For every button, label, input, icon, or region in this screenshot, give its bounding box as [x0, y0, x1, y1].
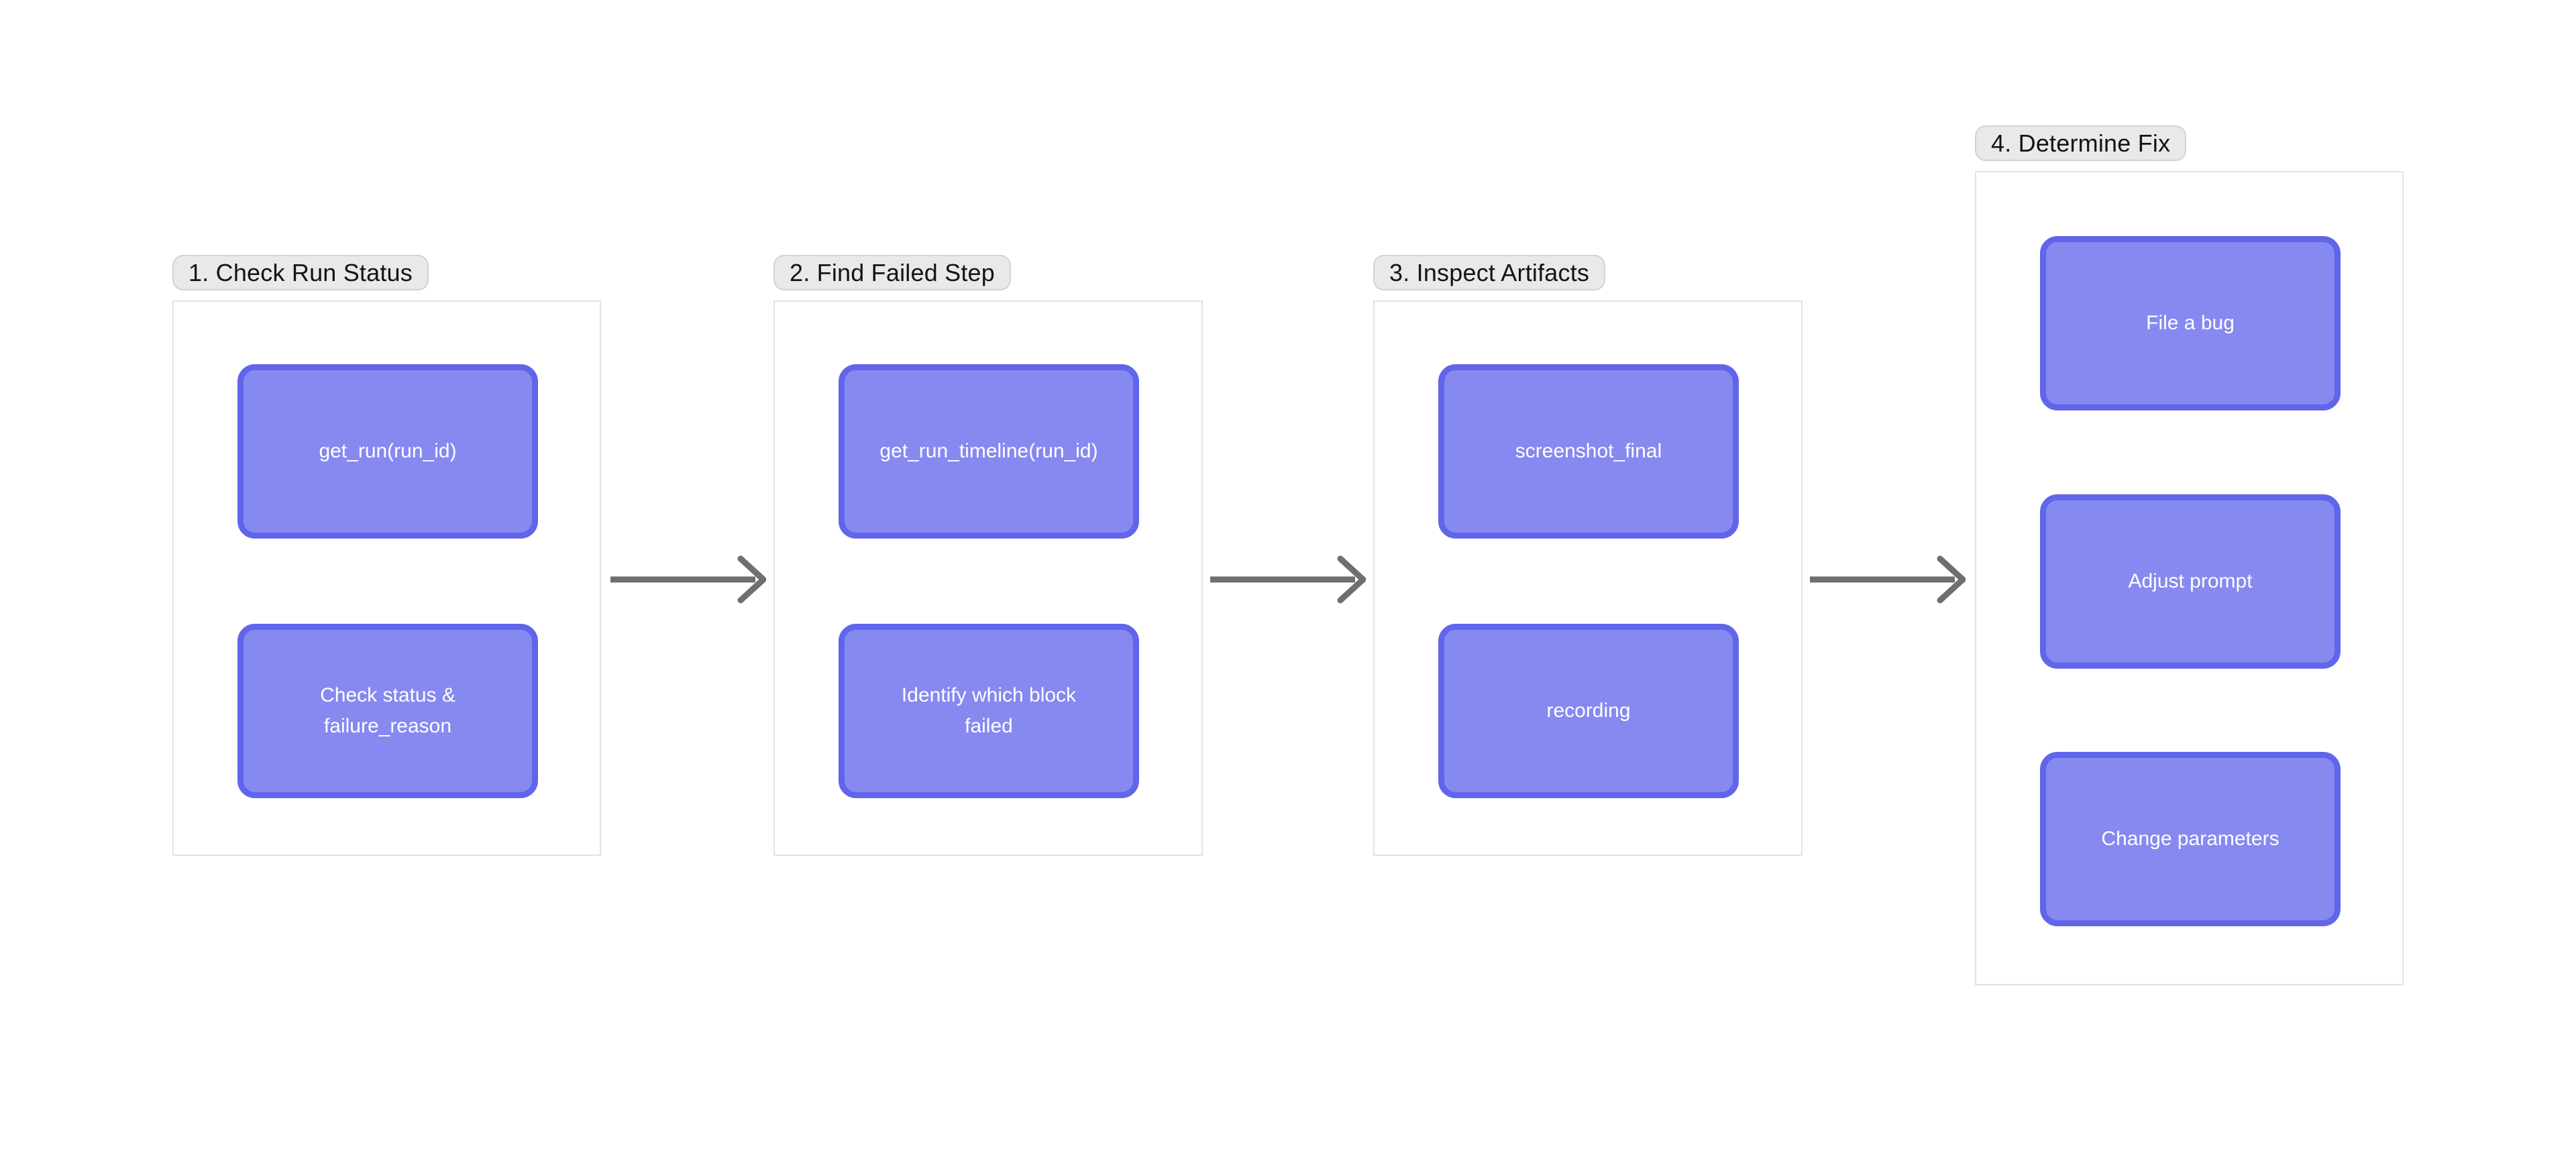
node-check-status-failure-reason: Check status & failure_reason [237, 624, 538, 798]
frame-label-check-run-status: 1. Check Run Status [172, 255, 429, 290]
node-screenshot-final: screenshot_final [1438, 364, 1739, 539]
node-screenshot-final-label: screenshot_final [1515, 440, 1662, 462]
frame-inspect-artifacts: screenshot_final recording [1373, 300, 1803, 856]
node-get-run-timeline: get_run_timeline(run_id) [839, 364, 1139, 539]
node-get-run-label: get_run(run_id) [319, 440, 457, 462]
node-adjust-prompt: Adjust prompt [2040, 494, 2341, 669]
node-change-parameters-label: Change parameters [2101, 828, 2279, 850]
arrow-step1-to-step2-icon [610, 555, 766, 604]
arrow-step2-to-step3-icon [1210, 555, 1366, 604]
node-identify-which-block-failed: Identify which block failed [839, 624, 1139, 798]
node-recording: recording [1438, 624, 1739, 798]
node-file-a-bug-label: File a bug [2146, 312, 2235, 334]
node-change-parameters: Change parameters [2040, 752, 2341, 926]
frame-find-failed-step: get_run_timeline(run_id) Identify which … [773, 300, 1203, 856]
node-get-run-timeline-label: get_run_timeline(run_id) [879, 440, 1098, 462]
node-adjust-prompt-label: Adjust prompt [2128, 570, 2253, 592]
node-check-status-failure-reason-label: Check status & failure_reason [320, 684, 455, 737]
frame-determine-fix: File a bug Adjust prompt Change paramete… [1975, 171, 2404, 985]
frame-label-find-failed-step: 2. Find Failed Step [773, 255, 1011, 290]
frame-label-determine-fix: 4. Determine Fix [1975, 125, 2187, 161]
frame-label-inspect-artifacts: 3. Inspect Artifacts [1373, 255, 1606, 290]
node-file-a-bug: File a bug [2040, 236, 2341, 410]
node-get-run: get_run(run_id) [237, 364, 538, 539]
node-recording-label: recording [1546, 700, 1631, 722]
frame-check-run-status: get_run(run_id) Check status & failure_r… [172, 300, 601, 856]
arrow-step3-to-step4-icon [1810, 555, 1966, 604]
node-identify-which-block-failed-label: Identify which block failed [901, 684, 1077, 737]
